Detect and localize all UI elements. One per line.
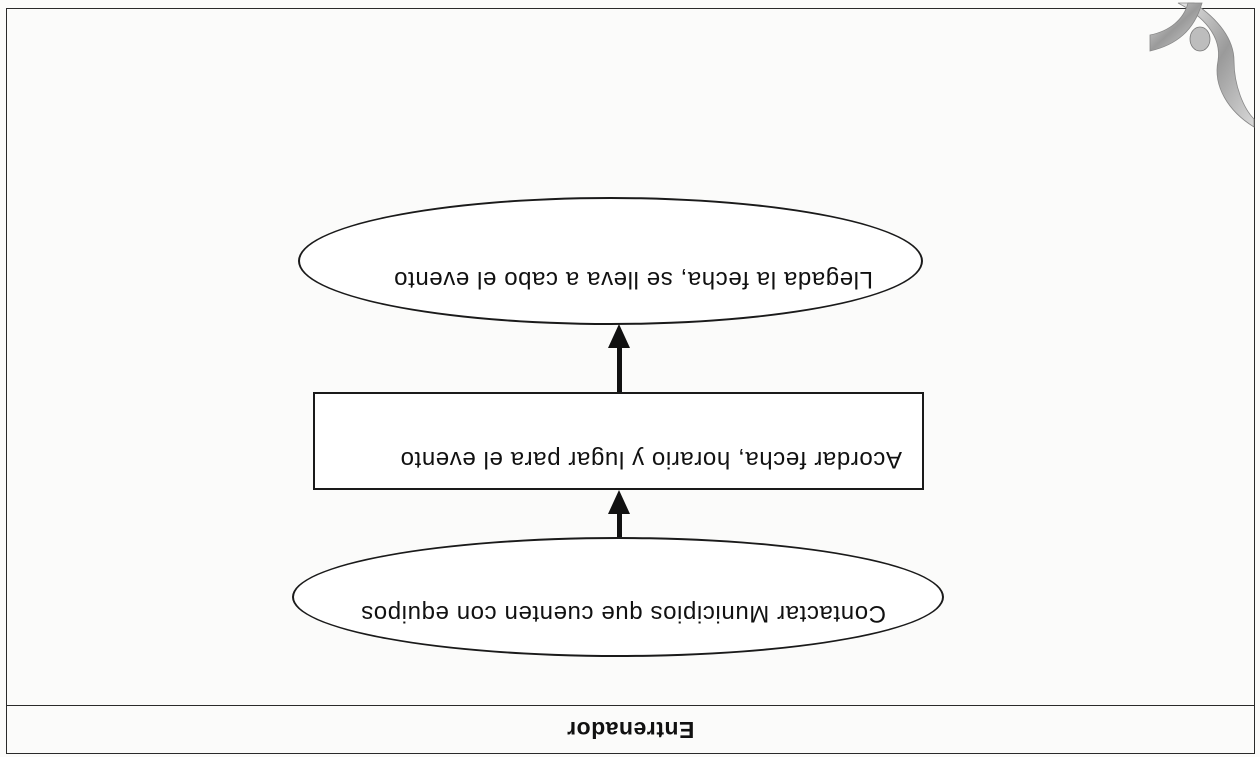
flow-node-acordar: Acordar fecha, horario y lugar para el e… xyxy=(313,392,924,490)
swimlane-header: Entrenador xyxy=(7,705,1254,753)
flow-node-contactar-label: Contactar Municipios que cuenten con equ… xyxy=(360,600,886,627)
flow-node-evento: Llegada la fecha, se lleva a cabo el eve… xyxy=(298,197,923,325)
flow-arrow-1-head xyxy=(608,490,630,514)
flow-arrow-1-shaft xyxy=(617,513,622,537)
decorative-graphic-icon xyxy=(1149,2,1255,128)
flow-arrow-2-head xyxy=(608,324,630,348)
flow-node-evento-label: Llegada la fecha, se lleva a cabo el eve… xyxy=(393,266,873,293)
flow-node-acordar-label: Acordar fecha, horario y lugar para el e… xyxy=(400,446,902,473)
flow-arrow-2-shaft xyxy=(617,347,622,392)
swimlane-title: Entrenador xyxy=(566,717,695,743)
flow-node-contactar: Contactar Municipios que cuenten con equ… xyxy=(292,537,944,657)
